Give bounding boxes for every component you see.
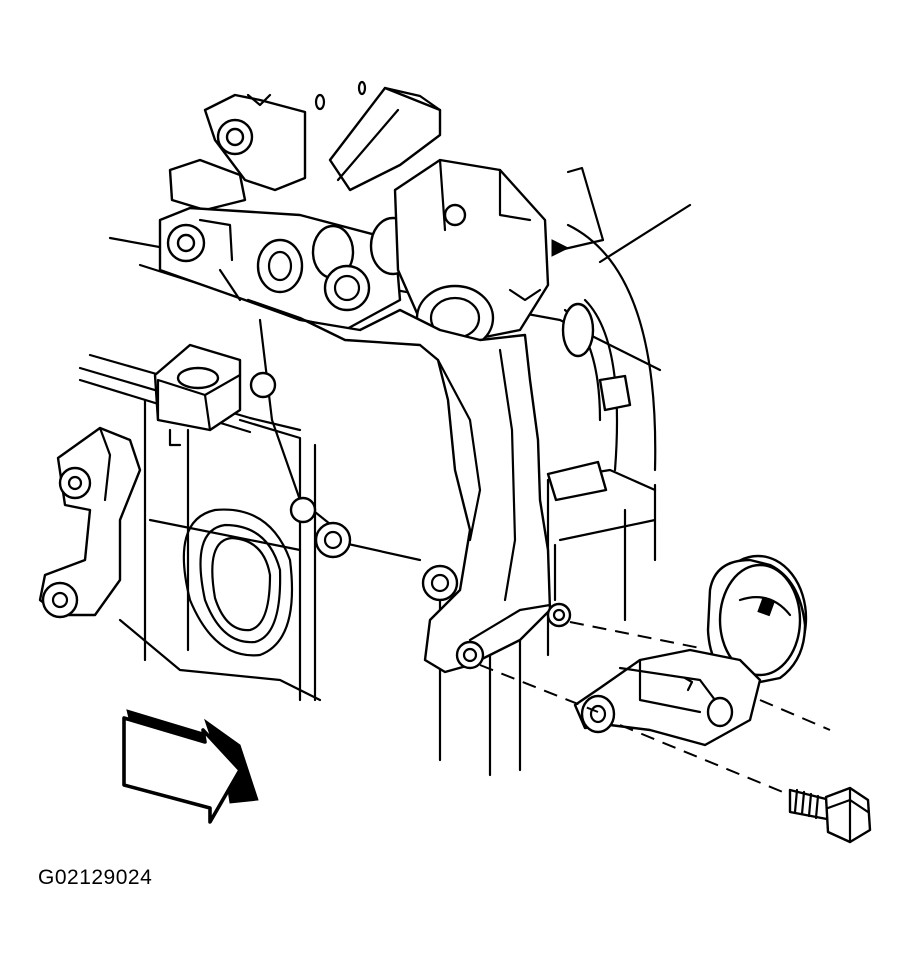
left-brace	[38, 426, 142, 619]
callout-leader-1	[551, 166, 605, 257]
alignment-lines	[479, 621, 831, 796]
bracket-tubes	[158, 206, 417, 332]
mount-block-left	[153, 343, 242, 432]
upper-bracket	[168, 80, 442, 212]
belt-tensioner	[573, 554, 808, 747]
mounting-bolt	[788, 786, 872, 844]
figure-id-label: G02129024	[38, 866, 153, 889]
callout-number: 1	[690, 169, 692, 171]
thermostat-housing	[393, 158, 595, 358]
main-bracket	[246, 298, 572, 674]
front-direction-arrow	[122, 709, 259, 824]
timing-cover-opening	[118, 508, 322, 702]
